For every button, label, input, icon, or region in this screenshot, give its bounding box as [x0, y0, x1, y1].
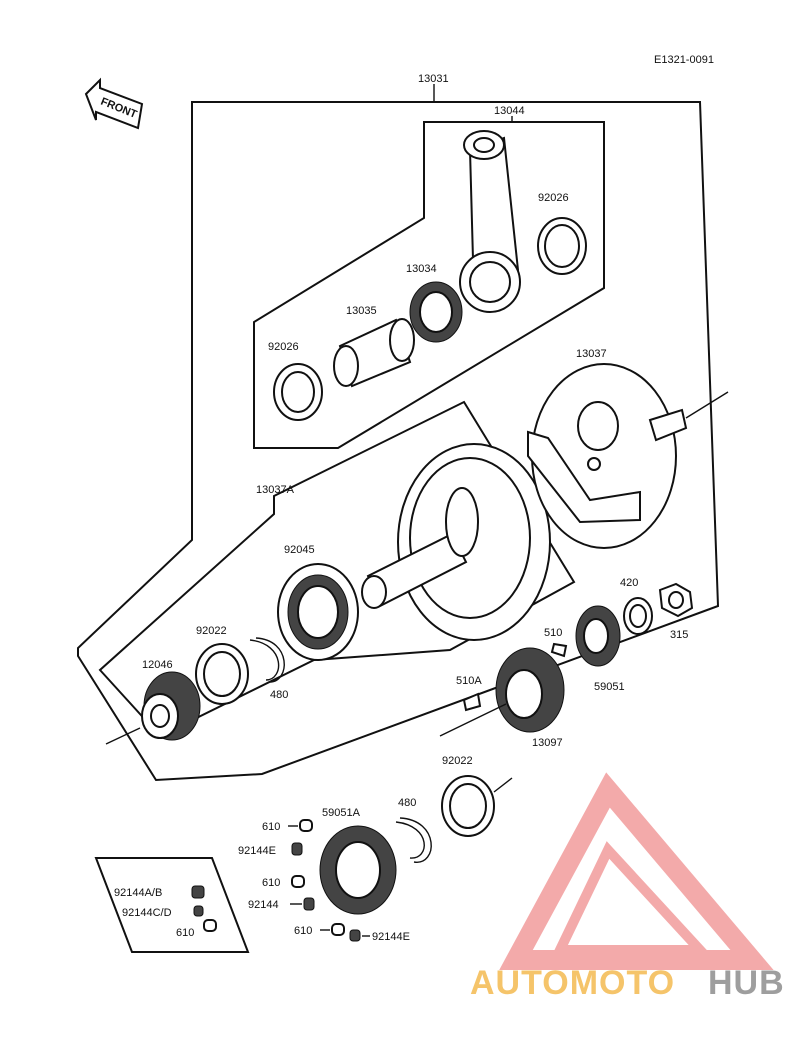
diagram-code: E1321-0091 [654, 54, 714, 66]
shim-92022-left [195, 643, 249, 705]
connecting-rod-box [253, 121, 605, 449]
pin-610-b [291, 875, 305, 888]
watermark-text-part2: HUB [708, 964, 785, 1002]
label-92026-top: 92026 [538, 192, 569, 204]
label-92144E-a: 92144E [238, 845, 276, 857]
label-92022-lower: 92022 [442, 755, 473, 767]
spring-92144e-b [349, 929, 370, 942]
label-13034: 13034 [406, 263, 437, 275]
inset-box [94, 857, 250, 953]
watermark-text-part1: AUTOMOTO [470, 964, 675, 1002]
front-arrow-icon: FRONT [84, 77, 144, 130]
pin-610-a [288, 819, 313, 832]
label-13037A: 13037A [256, 484, 295, 496]
label-13044: 13044 [494, 105, 525, 117]
label-510A: 510A [456, 675, 482, 687]
label-480-lower: 480 [398, 797, 416, 809]
label-59051A: 59051A [322, 807, 361, 819]
snap-ring-480-lower [395, 817, 432, 863]
spring-92144 [290, 897, 315, 911]
nut-315 [658, 582, 694, 618]
label-480-left: 480 [270, 689, 288, 701]
label-92045: 92045 [284, 544, 315, 556]
label-12046: 12046 [142, 659, 173, 671]
label-13097: 13097 [532, 737, 563, 749]
label-610-a: 610 [262, 821, 280, 833]
inset-spring-cd [193, 905, 204, 917]
label-610-c: 610 [294, 925, 312, 937]
key-510a [462, 692, 482, 712]
shim-92022-lower [441, 775, 513, 837]
washer-92026-top [537, 217, 587, 275]
label-92144AB: 92144A/B [114, 887, 162, 899]
label-92144CD: 92144C/D [122, 907, 172, 919]
crankpin-13035 [333, 318, 415, 388]
label-610-b: 610 [262, 877, 280, 889]
snap-ring-480-left [249, 637, 285, 683]
label-92144: 92144 [248, 899, 279, 911]
label-13035: 13035 [346, 305, 377, 317]
label-13031: 13031 [418, 73, 449, 85]
gear-12046 [105, 671, 201, 745]
crankshaft-assembly-outline [77, 101, 720, 782]
ball-bearing-92045 [277, 563, 359, 661]
flywheel-13037a-part [361, 443, 551, 641]
gear-59051a [319, 825, 397, 915]
key-510 [550, 642, 568, 658]
label-13037: 13037 [576, 348, 607, 360]
needle-bearing-13034 [409, 281, 463, 343]
label-610-box: 610 [176, 927, 194, 939]
spacer-420 [623, 597, 653, 635]
spring-92144e-a [291, 842, 303, 856]
label-59051: 59051 [594, 681, 625, 693]
label-92022-left: 92022 [196, 625, 227, 637]
watermark-logo [499, 772, 774, 970]
label-92144E-b: 92144E [372, 931, 410, 943]
flywheel-13037-part [527, 363, 729, 549]
label-510: 510 [544, 627, 562, 639]
gear-59051 [575, 605, 621, 667]
pin-610-c [320, 923, 345, 936]
label-420: 420 [620, 577, 638, 589]
washer-92026-left [273, 363, 323, 421]
connecting-rod-part [459, 130, 521, 313]
inset-spring-ab [191, 885, 205, 899]
label-315: 315 [670, 629, 688, 641]
inset-pin-610 [203, 919, 217, 932]
label-92026-left: 92026 [268, 341, 299, 353]
gear-13097 [439, 647, 565, 737]
